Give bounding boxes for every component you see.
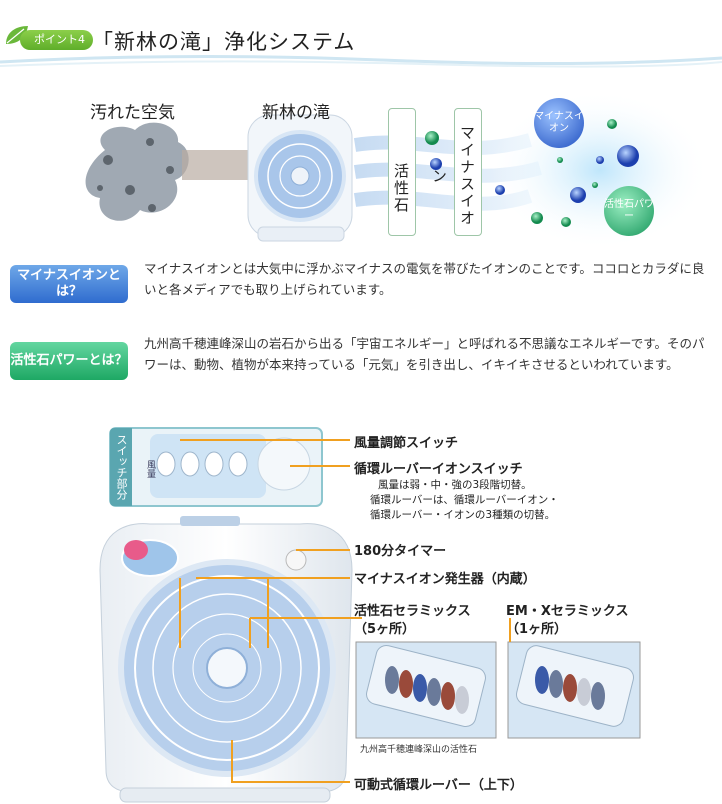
photo-caption: 九州高千穂連峰深山の活性石 — [360, 745, 478, 755]
minus-ion-button[interactable]: マイナスイオンとは？ — [10, 265, 128, 303]
tube-minus-ion: マイナスイオン — [430, 108, 482, 236]
dirty-air-label: 汚れた空気 — [90, 103, 175, 123]
callout-ceramic: 活性石セラミックス — [354, 604, 471, 619]
stone-power-button[interactable]: 活性石パワーとは？ — [10, 342, 128, 380]
diagram-graphics — [85, 90, 710, 250]
callout-ion-generator: マイナスイオン発生器（内蔵） — [354, 572, 536, 587]
minus-ion-text: マイナスイオンとは大気中に浮かぶマイナスの電気を帯びたイオンのことです。ココロと… — [144, 261, 705, 297]
callout-desc-1: 風量は弱・中・強の3段階切替。 — [378, 479, 532, 491]
callout-desc-3: 循環ルーバー・イオンの3種類の切替。 — [370, 509, 556, 521]
bubble-stone-power: 活性石パワー — [604, 186, 654, 236]
callout-ceramic-count: （5ヶ所） — [354, 622, 416, 637]
page-title: 「新林の滝」浄化システム — [92, 30, 356, 54]
fan-label: 新林の滝 — [262, 103, 330, 123]
em-photo — [515, 645, 635, 727]
switch-tab: スイッチ部分 — [110, 428, 132, 506]
callout-louver: 可動式循環ルーバー（上下） — [354, 778, 523, 793]
tube-active-stone: 活性石 — [388, 108, 416, 236]
section-header: ポイント4 「新林の滝」浄化システム — [0, 0, 722, 70]
point-badge: ポイント4 — [20, 30, 93, 50]
purification-diagram: 汚れた空気 新林の滝 活性石 マイナスイオン マイナスイオン 活性石パワー — [0, 80, 722, 250]
callout-desc-2: 循環ルーバーは、循環ルーバーイオン・ — [370, 494, 559, 506]
callout-timer: 180分タイマー — [354, 544, 447, 559]
callout-em-count: （1ヶ所） — [506, 622, 568, 637]
panel-label: 風量 — [145, 460, 155, 478]
stone-power-text: 九州高千穂連峰深山の岩石から出る「宇宙エネルギー」と呼ばれる不思議なエネルギーで… — [144, 336, 705, 372]
callout-fan-speed: 風量調節スイッチ — [354, 436, 459, 451]
header-swoosh — [0, 54, 722, 68]
leaf-icon — [6, 26, 28, 44]
ceramic-photo — [366, 644, 486, 728]
product-graphics — [99, 427, 641, 803]
bubble-minus-ion: マイナスイオン — [534, 98, 584, 148]
callout-em: EM・Xセラミックス — [506, 604, 629, 619]
product-section: スイッチ部分 風量 風量調節スイッチ 循環ルーバーイオンスイッチ 風量は弱・中・… — [0, 420, 722, 804]
callout-louver-switch: 循環ルーバーイオンスイッチ — [354, 462, 523, 477]
